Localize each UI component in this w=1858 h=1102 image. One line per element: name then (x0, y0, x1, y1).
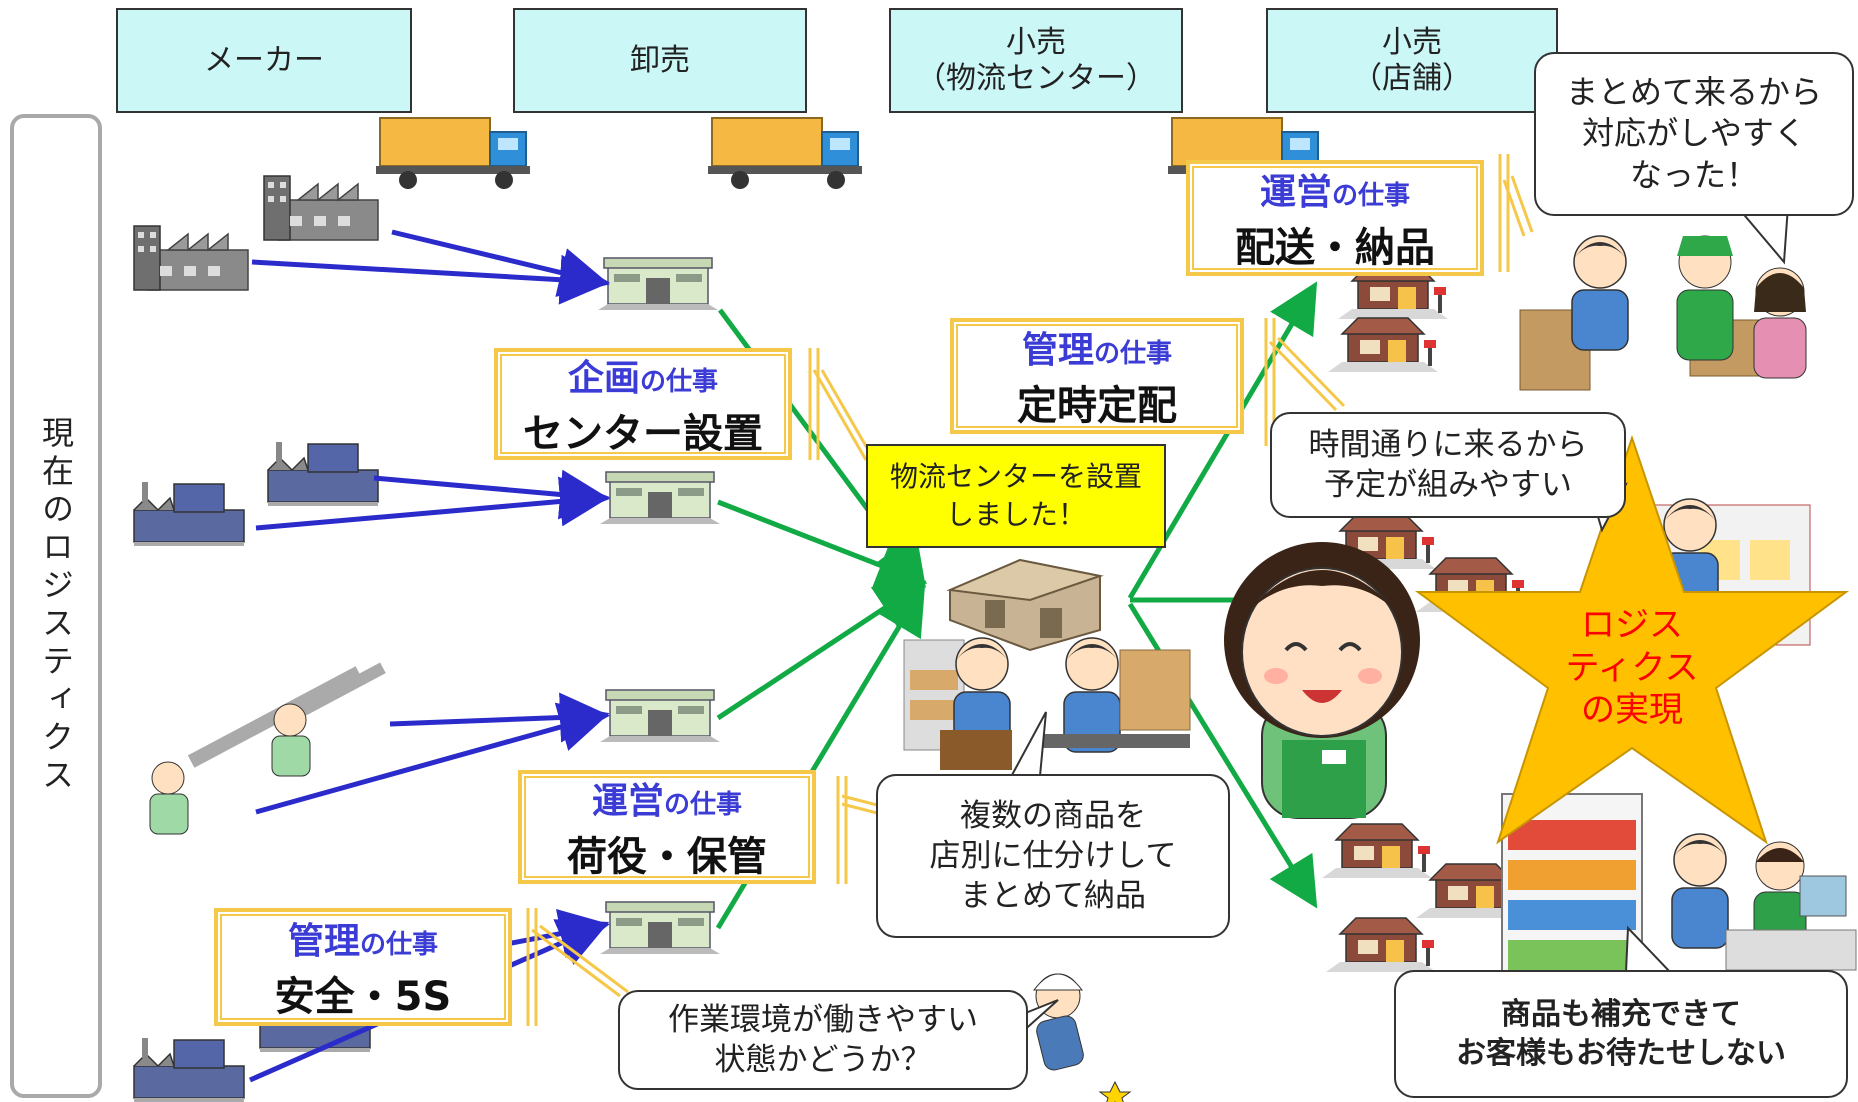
factory-icon-4 (133, 481, 245, 547)
schedule-bubble: 時間通りに来るから 予定が組みやすい (1270, 412, 1626, 518)
center-setup-note: 物流センターを設置 しました！ (866, 444, 1166, 548)
work-box-operation-handling: 運営の仕事 荷役・保管 (518, 770, 816, 884)
management-delivery-category: 管理 (1021, 330, 1094, 371)
center-setup-line2: しました！ (945, 498, 1086, 531)
shop-icon-5 (1321, 823, 1433, 879)
stage-maker: メーカー (116, 8, 412, 113)
together-line3: なった！ (1629, 155, 1758, 194)
stage-retail-store-line2: （店舗） (1352, 60, 1472, 96)
warehouse-icon-1 (597, 257, 719, 311)
replenish-line2: お客様もお待たせしない (1456, 1036, 1786, 1071)
environment-line2: 状態かどうか？ (714, 1042, 932, 1078)
star-line1: ロジス (1581, 605, 1683, 646)
work-box-planning: 企画の仕事 センター設置 (494, 348, 792, 460)
stage-maker-label: メーカー (204, 42, 324, 78)
factory-icon-1 (263, 175, 379, 241)
store-clerk-icon (1224, 542, 1420, 819)
environment-bubble: 作業環境が働きやすい 状態かどうか？ (618, 990, 1028, 1090)
together-line1: まとめて来るから (1565, 72, 1822, 111)
management-delivery-suffix: の仕事 (1094, 339, 1173, 369)
star-shape (1414, 434, 1850, 845)
operation-delivery-task: 配送・納品 (1235, 225, 1435, 271)
schedule-line1: 時間通りに来るから (1308, 426, 1588, 463)
operation-handling-category: 運営 (591, 781, 664, 822)
operation-delivery-suffix: の仕事 (1332, 181, 1411, 211)
replenish-bubble: 商品も補充できて お客様もお待たせしない (1394, 970, 1848, 1098)
factory-icon-5 (133, 1037, 245, 1102)
management-delivery-task: 定時定配 (1017, 383, 1177, 429)
truck-icon-wholesale (707, 117, 863, 190)
stage-wholesale: 卸売 (513, 8, 807, 113)
management-safety-suffix: の仕事 (360, 930, 439, 960)
warehouse-icon-3 (599, 689, 721, 743)
sorting-line2: 店別に仕分けして (929, 837, 1177, 874)
together-bubble: まとめて来るから 対応がしやすく なった！ (1534, 52, 1854, 216)
operation-delivery-category: 運営 (1259, 172, 1332, 213)
together-line2: 対応がしやすく (1582, 114, 1806, 153)
receiving-staff-icon (1519, 235, 1807, 391)
work-box-management-safety: 管理の仕事 安全・5S (214, 908, 512, 1026)
operation-handling-task: 荷役・保管 (567, 834, 767, 880)
stage-retail-center-line2: （物流センター） (916, 60, 1156, 96)
warehouse-icon-4 (599, 901, 721, 955)
stage-wholesale-label: 卸売 (630, 42, 690, 78)
callout-connectors (526, 154, 1534, 1026)
stage-retail-center-line1: 小売 (1006, 24, 1066, 60)
planning-task: センター設置 (523, 411, 763, 457)
star-label: ロジス ティクス の実現 (1532, 598, 1732, 738)
operation-handling-suffix: の仕事 (664, 790, 743, 820)
schedule-line2: 予定が組みやすい (1324, 467, 1572, 503)
replenish-line1: 商品も補充できて (1501, 997, 1741, 1032)
distribution-center-icon (946, 558, 1104, 652)
sorting-line1: 複数の商品を (960, 797, 1146, 834)
center-workers-icon (903, 637, 1191, 770)
conveyor-workers-icon (149, 662, 386, 835)
stage-retail-center: 小売 （物流センター） (889, 8, 1183, 113)
cashier-scene-icon (1671, 833, 1857, 971)
falling-worker-icon (1032, 973, 1132, 1102)
shop-icon-2 (1327, 317, 1439, 373)
work-box-management-delivery: 管理の仕事 定時定配 (950, 318, 1244, 434)
stage-retail-store: 小売 （店舗） (1266, 8, 1558, 113)
sidebar-label: 現在のロジスティクス (37, 416, 75, 796)
warehouse-icon-2 (599, 471, 721, 525)
work-box-operation-delivery: 運営の仕事 配送・納品 (1186, 160, 1484, 276)
factory-icon-2 (133, 225, 249, 291)
environment-line1: 作業環境が働きやすい (668, 1001, 978, 1038)
truck-icon-maker (375, 117, 531, 190)
star-line3: の実現 (1581, 690, 1683, 731)
stage-retail-store-line1: 小売 (1382, 24, 1442, 60)
shop-icon-7 (1325, 917, 1437, 973)
sorting-line3: まとめて納品 (960, 878, 1146, 915)
planning-category: 企画 (567, 358, 640, 399)
management-safety-category: 管理 (287, 921, 360, 962)
center-setup-line1: 物流センターを設置 (889, 460, 1142, 494)
factory-icon-3 (267, 441, 379, 507)
sorting-bubble: 複数の商品を 店別に仕分けして まとめて納品 (876, 774, 1230, 938)
sidebar: 現在のロジスティクス (10, 114, 102, 1098)
star-line2: ティクス (1565, 647, 1699, 688)
management-safety-task: 安全・5S (274, 974, 452, 1020)
planning-suffix: の仕事 (640, 367, 719, 397)
